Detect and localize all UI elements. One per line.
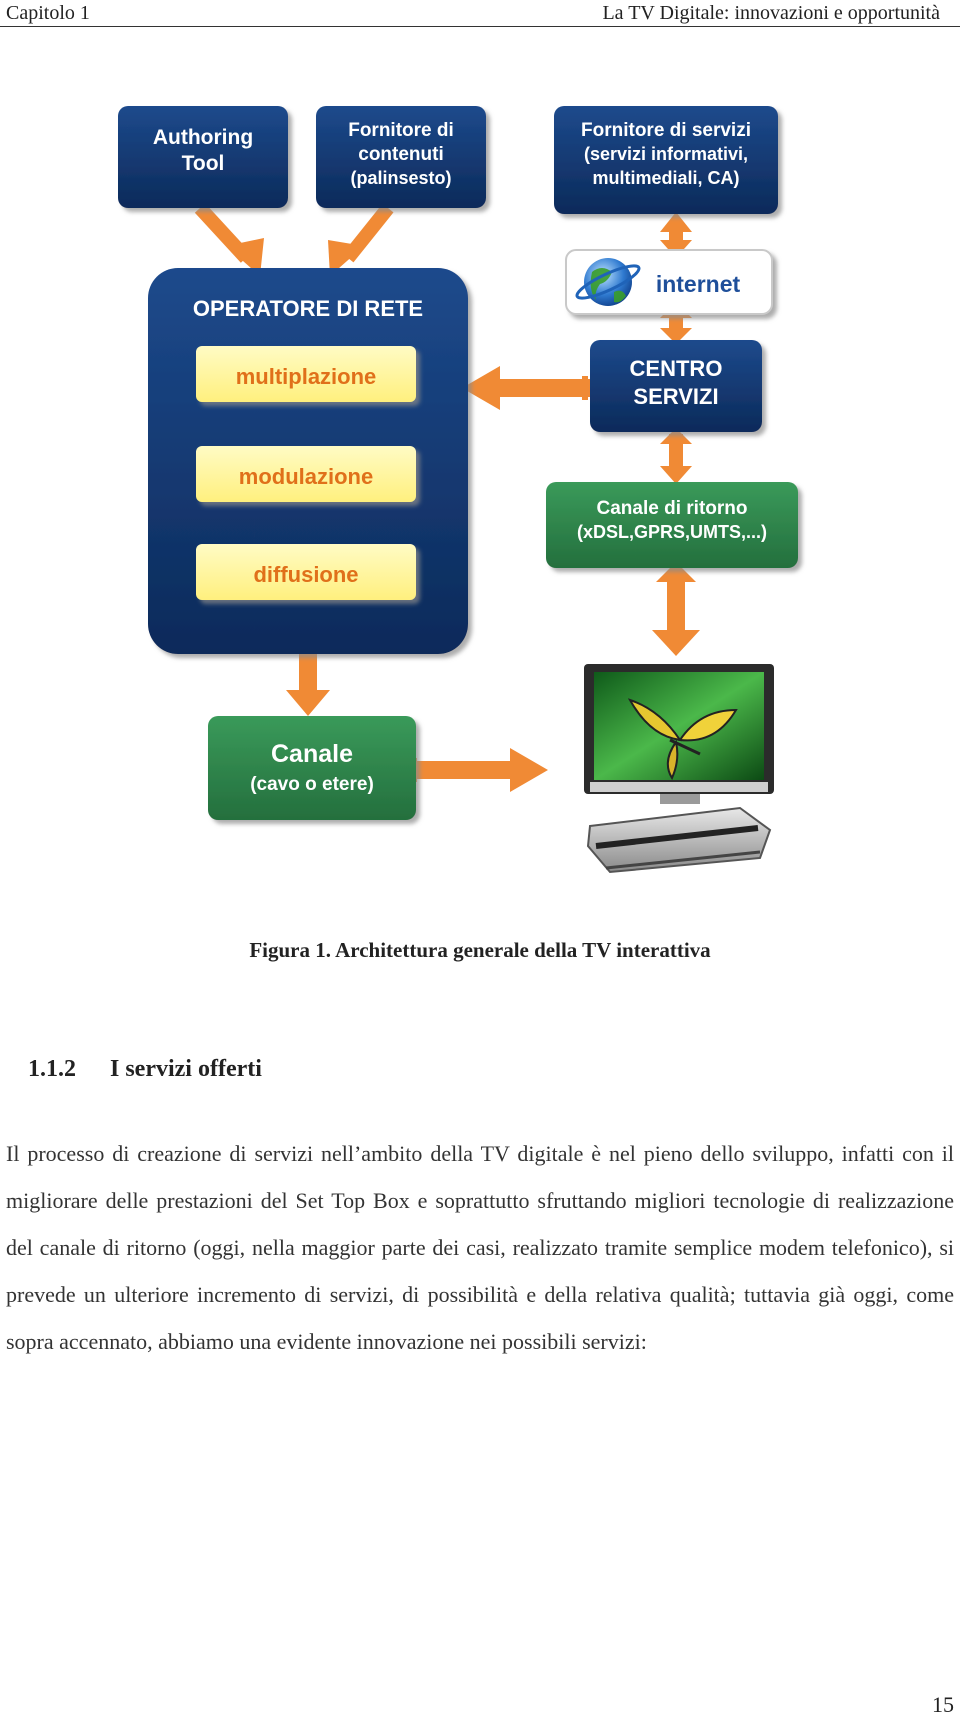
section-heading: 1.1.2 I servizi offerti: [28, 1056, 262, 1083]
authoring-tool-box: Authoring Tool: [118, 106, 288, 208]
modulation-block: modulazione: [196, 446, 416, 502]
service-provider-box: Fornitore di servizi (servizi informativ…: [554, 106, 778, 214]
content-provider-line-2: contenuti: [358, 144, 444, 165]
content-provider-line-3: (palinsesto): [350, 168, 451, 188]
channel-line-1: Canale: [271, 740, 353, 768]
service-provider-line-3: multimediali, CA): [592, 168, 739, 188]
network-operator-title: OPERATORE DI RETE: [193, 296, 423, 321]
content-provider-box: Fornitore di contenuti (palinsesto): [316, 106, 486, 208]
return-channel-box: Canale di ritorno (xDSL,GPRS,UMTS,...): [546, 482, 798, 568]
service-center-box: CENTRO SERVIZI: [590, 340, 762, 432]
channel-box: Canale (cavo o etere): [208, 716, 416, 820]
globe-icon: [575, 258, 641, 306]
page-number: 15: [932, 1692, 954, 1717]
service-provider-line-2: (servizi informativi,: [584, 144, 748, 164]
network-operator-box: OPERATORE DI RETE multiplazione modulazi…: [148, 268, 468, 654]
broadcasting-block: diffusione: [196, 544, 416, 600]
return-channel-line-1: Canale di ritorno: [597, 498, 748, 519]
authoring-tool-line-1: Authoring: [153, 126, 253, 149]
header-divider: [0, 26, 960, 27]
multiplexing-block: multiplazione: [196, 346, 416, 402]
internet-box: internet: [565, 249, 773, 315]
section-number: 1.1.2: [28, 1056, 76, 1082]
return-channel-line-2: (xDSL,GPRS,UMTS,...): [577, 522, 767, 542]
figure-caption: Figura 1. Architettura generale della TV…: [249, 938, 711, 962]
service-center-line-1: CENTRO: [630, 356, 723, 381]
tv-with-set-top-box-image: [584, 664, 774, 874]
broadcasting-label: diffusione: [253, 562, 358, 587]
butterfly-image: [627, 698, 738, 781]
authoring-tool-line-2: Tool: [182, 152, 225, 175]
service-center-line-2: SERVIZI: [633, 384, 718, 409]
architecture-diagram: Authoring Tool Fornitore di contenuti (p…: [118, 106, 798, 874]
running-title: La TV Digitale: innovazioni e opportunit…: [602, 2, 940, 24]
multiplexing-label: multiplazione: [236, 364, 377, 389]
modulation-label: modulazione: [239, 464, 373, 489]
channel-line-2: (cavo o etere): [250, 774, 374, 795]
service-provider-line-1: Fornitore di servizi: [581, 120, 751, 141]
body-paragraph: Il processo di creazione di servizi nell…: [6, 1141, 954, 1354]
section-title: I servizi offerti: [110, 1056, 262, 1082]
content-provider-line-1: Fornitore di: [348, 120, 454, 141]
chapter-label: Capitolo 1: [6, 2, 90, 24]
internet-label: internet: [656, 271, 741, 297]
